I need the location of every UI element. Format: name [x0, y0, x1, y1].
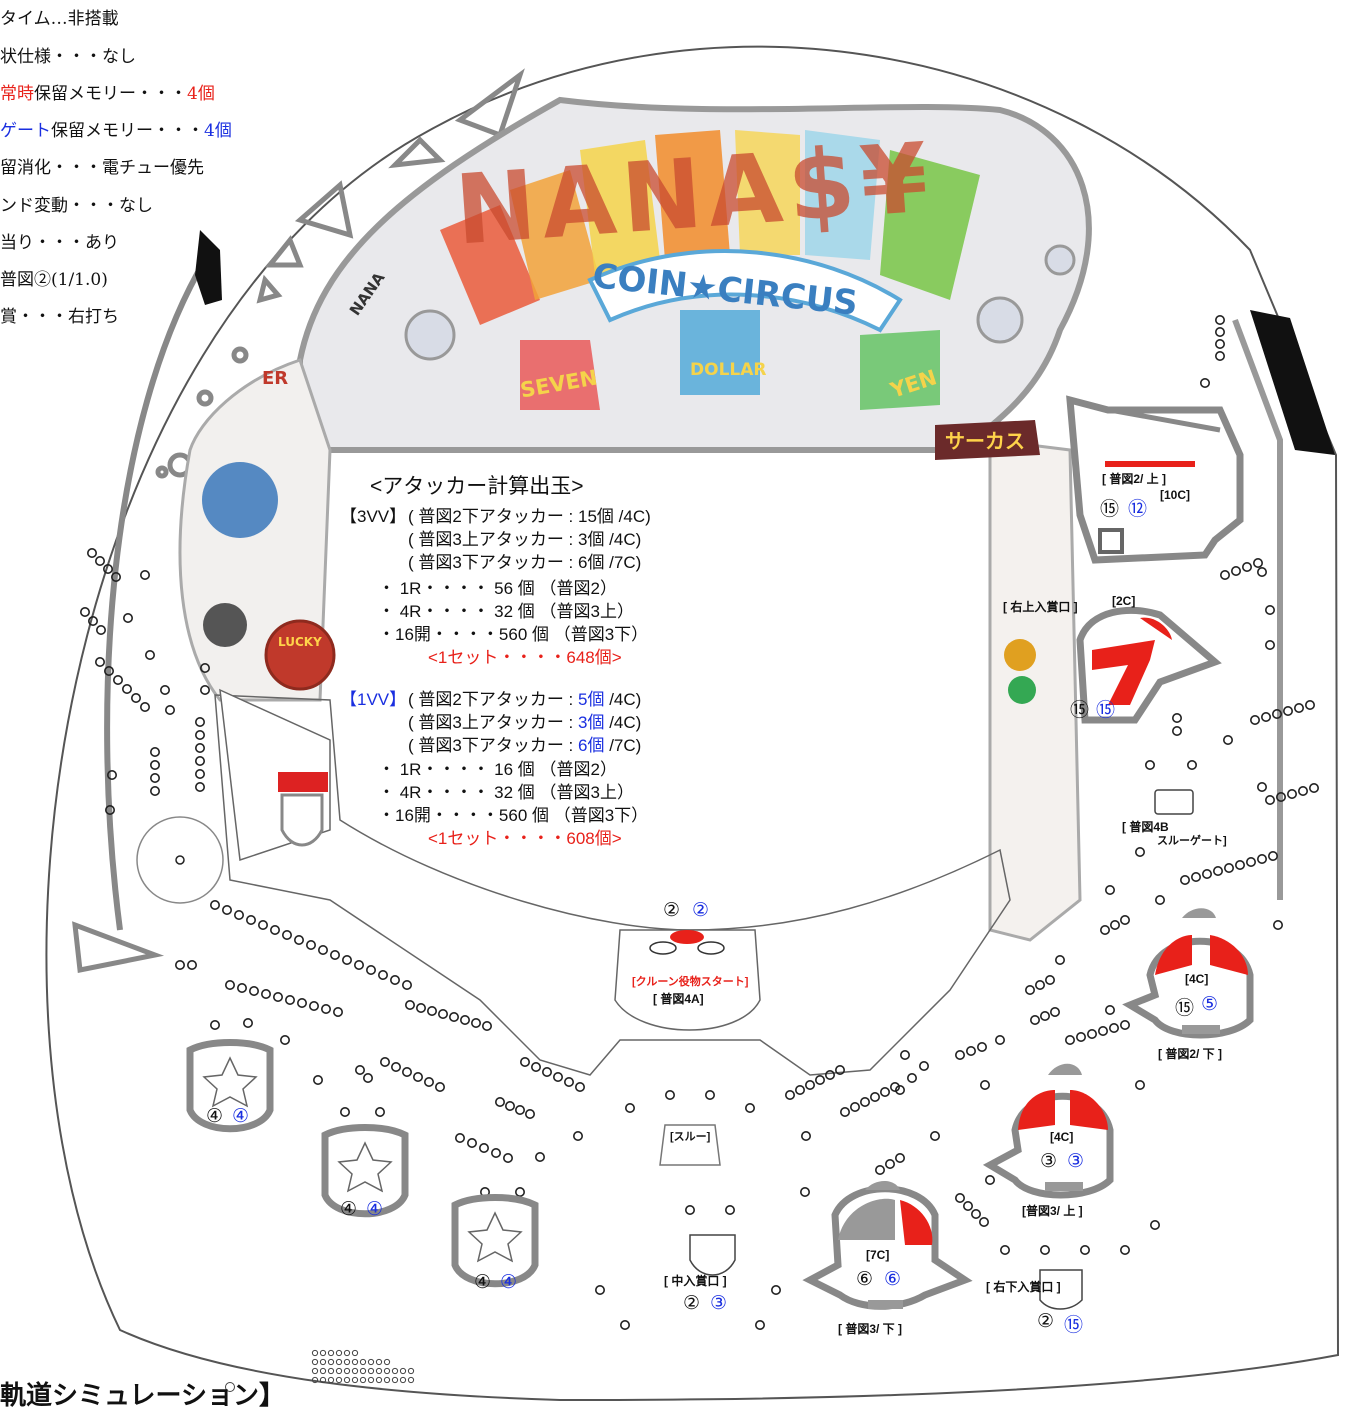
middle-pocket-label: [ 中入賞口 ]	[664, 1274, 727, 1288]
attacker-2-lower-label: [ 普図2/ 下 ]	[1158, 1047, 1223, 1061]
logo-lamps	[202, 244, 1076, 704]
center-start-num-a: ②	[663, 899, 681, 921]
center-start-label: [クルーン役物スタート]	[632, 976, 749, 988]
bottom-section-title: 軌道シミュレーション】	[0, 1381, 285, 1411]
center-start-num-b: ②	[692, 899, 710, 921]
gate-4b-label: [ 普図4B	[1122, 820, 1169, 834]
top-right-pocket-num-a: ⑮	[1100, 498, 1120, 520]
gate-4b	[1154, 789, 1194, 815]
center-start-label-2: [ 普図4A]	[653, 992, 704, 1006]
calc-3vv-attacker-1: ( 普図2下アタッカー : 15個 /4C)	[408, 507, 651, 526]
left-star-pocket-3	[451, 1194, 539, 1288]
left-dots	[155, 346, 249, 479]
right-black-rail	[1250, 310, 1335, 455]
middle-pocket-num-b: ③	[710, 1292, 728, 1314]
nail-pins	[80, 314, 1320, 1331]
right-lower-pocket-label: [ 右下入賞口 ]	[986, 1280, 1061, 1294]
upper-right-pocket-num-b: ⑮	[1096, 699, 1116, 721]
left-pocket-1-num-a: ④	[206, 1105, 224, 1127]
attacker-3-upper-num-b: ③	[1067, 1150, 1085, 1172]
spec-spec-type: 状仕様・・・なし	[0, 47, 136, 67]
right-top-pocket	[1066, 395, 1244, 564]
spec-normal-hold-memory: 常時保留メモリー・・・4個	[0, 84, 215, 104]
left-star-pocket-2	[321, 1124, 409, 1218]
attacker-3-upper	[982, 1063, 1114, 1199]
upper-right-pocket-count: [2C]	[1112, 594, 1136, 608]
attacker-3-lower-count: [7C]	[866, 1248, 890, 1262]
calc-1vv-attacker-1: ( 普図2下アタッカー : 5個 /4C)	[408, 690, 642, 709]
left-windmill	[136, 816, 224, 904]
attacker-3-upper-label: [普図3/ 上 ]	[1022, 1204, 1083, 1218]
stage-red-marker	[278, 772, 328, 792]
calc-1vv-attacker-2: ( 普図3上アタッカー : 3個 /4C)	[408, 713, 642, 732]
calc-3vv-round-2: ・ 4R・・・・ 32 個 （普図3上）	[378, 602, 634, 621]
attacker-2-lower-num-b: ⑤	[1201, 993, 1219, 1015]
calc-1vv-round-3: ・16開・・・・560 個 （普図3下）	[378, 806, 649, 825]
calc-1vv-head: 【1VV】	[340, 690, 407, 709]
right-lower-pocket-num-b: ⑮	[1064, 1314, 1084, 1336]
attacker-2-lower-count: [4C]	[1185, 972, 1209, 986]
spec-futo-probability: 普図②(1/1.0)	[0, 270, 108, 290]
through-gate	[659, 1124, 721, 1166]
top-right-pocket-num-b: ⑫	[1128, 498, 1148, 520]
middle-pocket	[689, 1234, 736, 1276]
calc-3vv-round-1: ・ 1R・・・・ 56 個 （普図2）	[378, 579, 617, 598]
calc-3vv-total: <1セット・・・・648個>	[428, 648, 622, 667]
attacker-2-lower	[1122, 908, 1254, 1039]
attacker-3-lower	[802, 1181, 973, 1310]
gate-4b-label-2: スルーゲート]	[1157, 835, 1227, 847]
attacker-3-lower-num-b: ⑥	[884, 1268, 902, 1290]
top-right-pocket-label: [ 普図2/ 上 ]	[1102, 472, 1167, 486]
right-inner-rail	[1232, 318, 1283, 900]
logo-lucky: LUCKY	[278, 635, 322, 649]
attacker-3-upper-num-a: ③	[1040, 1150, 1058, 1172]
left-fragments	[256, 68, 525, 304]
left-star-pocket-1	[186, 1039, 274, 1133]
logo-circus: サーカス	[945, 429, 1025, 453]
through-gate-label: [スルー]	[670, 1131, 711, 1143]
upper-right-pocket-label: [ 右上入賞口 ]	[1003, 600, 1078, 614]
calc-3vv-round-3: ・16開・・・・560 個 （普図3下）	[378, 625, 649, 644]
logo-dollar: DOLLAR	[690, 360, 767, 380]
attacker-2-lower-num-a: ⑮	[1175, 997, 1195, 1019]
spec-standby-time: タイム…非搭載	[0, 9, 119, 29]
center-stage	[214, 694, 1011, 1076]
calc-1vv-round-2: ・ 4R・・・・ 32 個 （普図3上）	[378, 783, 634, 802]
attacker-3-lower-num-a: ⑥	[856, 1268, 874, 1290]
left-triangle	[72, 921, 165, 973]
spec-round-variation: ンド変動・・・なし	[0, 196, 153, 216]
middle-pocket-num-a: ②	[683, 1292, 701, 1314]
upper-right-pocket-num-a: ⑮	[1070, 699, 1090, 721]
stage-cup	[280, 793, 324, 847]
left-pocket-2-num-a: ④	[340, 1198, 358, 1220]
top-right-pocket-count: [10C]	[1160, 488, 1191, 502]
calc-1vv-total: <1セット・・・・608個>	[428, 829, 622, 848]
center-start-device	[614, 929, 761, 1031]
calc-3vv-attacker-2: ( 普図3上アタッカー : 3個 /4C)	[408, 530, 642, 549]
logo-letter-blocks	[440, 130, 1040, 460]
calc-3vv-head: 【3VV】	[340, 507, 407, 526]
spec-hold-consumption: 留消化・・・電チュー優先	[0, 158, 204, 178]
right-lower-pocket-num-a: ②	[1037, 1310, 1055, 1332]
left-pocket-1-num-b: ④	[232, 1105, 250, 1127]
right-lower-pocket	[1039, 1269, 1083, 1310]
spec-hit: 当り・・・あり	[0, 233, 119, 253]
out-hole-grid	[225, 1349, 415, 1392]
attacker-3-lower-label: [ 普図3/ 下 ]	[838, 1322, 903, 1336]
calc-3vv-attacker-3: ( 普図3下アタッカー : 6個 /7C)	[408, 553, 642, 572]
spec-gate-hold-memory: ゲート保留メモリー・・・4個	[0, 121, 232, 141]
attacker-3-upper-count: [4C]	[1050, 1130, 1074, 1144]
left-pocket-3-num-a: ④	[474, 1271, 492, 1293]
logo-er: ER	[262, 368, 289, 389]
left-pocket-3-num-b: ④	[500, 1271, 518, 1293]
launch-rail-tip	[195, 230, 222, 305]
spec-right-shoot: 賞・・・右打ち	[0, 307, 119, 327]
calc-1vv-round-1: ・ 1R・・・・ 16 個 （普図2）	[378, 760, 617, 779]
right-upper-pocket	[1076, 606, 1222, 724]
left-rail	[104, 258, 208, 931]
calc-1vv-attacker-3: ( 普図3下アタッカー : 6個 /7C)	[408, 736, 642, 755]
left-pocket-2-num-b: ④	[366, 1198, 384, 1220]
calc-title: <アタッカー計算出玉>	[370, 475, 584, 498]
